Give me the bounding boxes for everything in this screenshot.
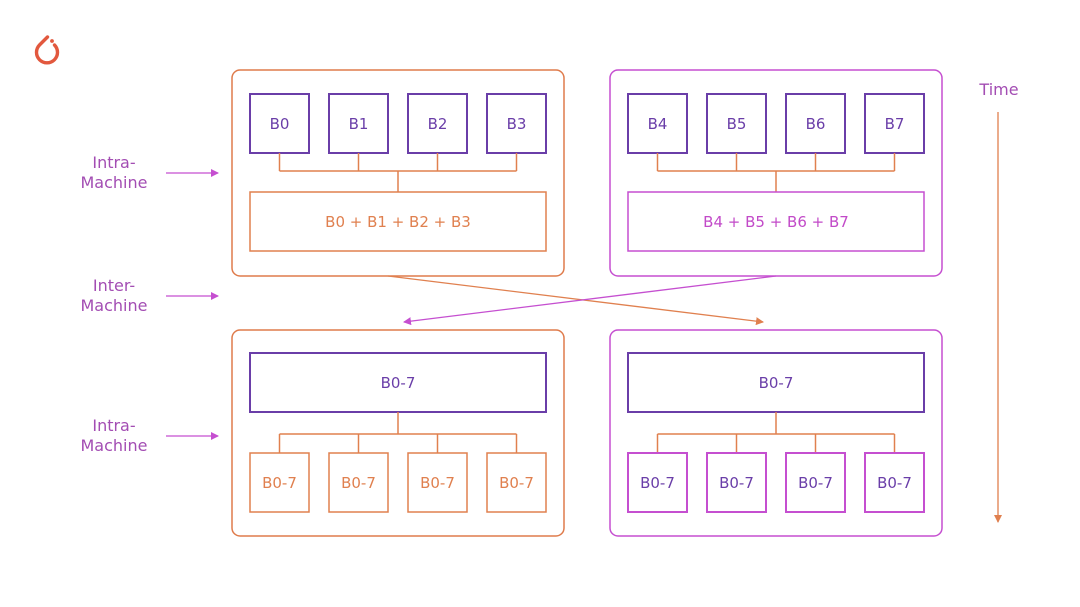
bottom-right-combined-label: B0-7 (758, 373, 794, 392)
buffer-label: B0-7 (262, 473, 297, 492)
buffer-box (864, 452, 925, 513)
machine-frame-top-left (231, 69, 565, 277)
buffer-box (407, 452, 468, 513)
buffer-box (706, 452, 767, 513)
intra-machine-label-bottom: Intra- Machine (64, 416, 164, 456)
buffer-label: B7 (884, 114, 905, 133)
buffer-label: B2 (427, 114, 448, 133)
bottom-left-combined-label: B0-7 (380, 373, 416, 392)
top-left-sum-box (249, 191, 547, 252)
inter-machine-label: Inter- Machine (64, 276, 164, 316)
inter-machine-label-text: Inter- Machine (80, 276, 148, 315)
buffer-label: B0-7 (877, 473, 912, 492)
buffer-box (249, 452, 310, 513)
top-right-connector (656, 153, 896, 192)
buffer-label: B0-7 (719, 473, 754, 492)
buffer-box (785, 452, 846, 513)
bottom-right-buffers (627, 452, 925, 513)
buffer-label: B1 (348, 114, 369, 133)
pytorch-flame-icon (34, 35, 60, 65)
buffer-label: B5 (726, 114, 747, 133)
buffer-box (328, 452, 389, 513)
buffer-label: B0 (269, 114, 290, 133)
buffer-box (627, 452, 688, 513)
buffer-label: B0-7 (798, 473, 833, 492)
buffer-label: B0-7 (640, 473, 675, 492)
top-left-sum-label: B0 + B1 + B2 + B3 (325, 212, 471, 231)
machine-frame-bottom-right (609, 329, 943, 537)
top-right-sum-box (627, 191, 925, 252)
bottom-left-connector (278, 412, 518, 453)
buffer-label: B0-7 (341, 473, 376, 492)
machine-frame-bottom-left (231, 329, 565, 537)
intra-machine-label-top-text: Intra- Machine (80, 153, 148, 192)
buffer-label: B0-7 (499, 473, 534, 492)
time-label: Time (979, 80, 1019, 99)
bottom-left-buffers (249, 452, 547, 513)
intra-machine-label-bottom-text: Intra- Machine (80, 416, 148, 455)
intra-machine-label-top: Intra- Machine (64, 153, 164, 193)
buffer-box (486, 452, 547, 513)
buffer-label: B4 (647, 114, 668, 133)
buffer-label: B6 (805, 114, 826, 133)
bottom-right-connector (656, 412, 896, 453)
buffer-label: B3 (506, 114, 527, 133)
top-right-sum-label: B4 + B5 + B6 + B7 (703, 212, 849, 231)
inter-machine-arrow-right-to-left (403, 275, 777, 326)
top-left-connector (278, 153, 518, 192)
inter-machine-arrow-left-to-right (387, 275, 764, 326)
buffer-label: B0-7 (420, 473, 455, 492)
